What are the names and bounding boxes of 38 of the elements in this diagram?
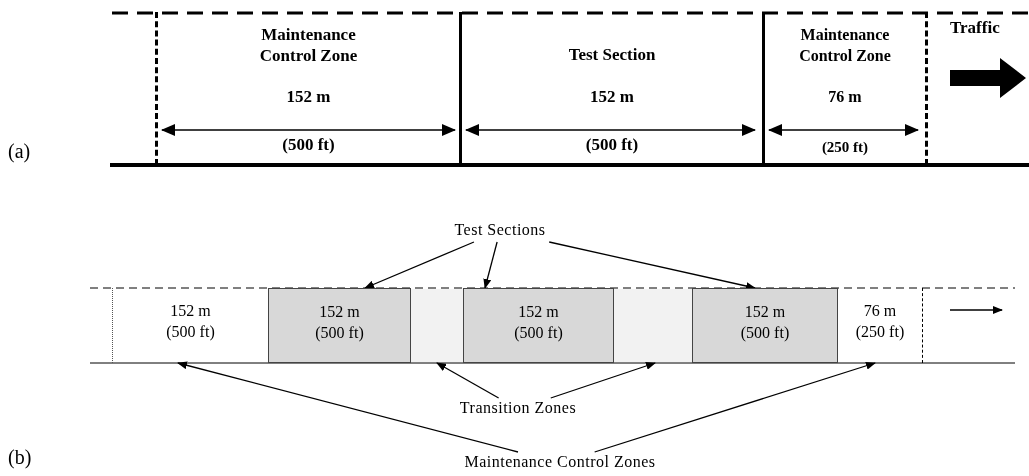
leader-arrow <box>177 361 519 453</box>
leader-arrow <box>548 241 756 290</box>
leader-arrow <box>364 241 475 289</box>
zone-title: Test Section <box>568 44 656 65</box>
leader-arrow <box>594 361 876 453</box>
leader-arrow <box>436 362 500 399</box>
transition-zone <box>411 289 463 362</box>
length-value: 76 m <box>863 301 897 321</box>
length-value: 152 m <box>744 302 786 322</box>
test-section-box <box>463 288 614 363</box>
length-value: (500 ft) <box>166 322 215 342</box>
length-value: 152 m <box>286 86 331 107</box>
length-value: (500 ft) <box>282 134 335 155</box>
panel-label: (a) <box>8 140 31 163</box>
zone-title: Maintenance Control Zone <box>258 24 359 66</box>
length-value: (500 ft) <box>740 323 790 343</box>
length-value: 152 m <box>319 302 360 322</box>
road-zone <box>155 12 462 165</box>
traffic-label: Traffic <box>950 18 1000 38</box>
length-value: (500 ft) <box>585 134 639 155</box>
callout-text: Transition Zones <box>432 398 604 420</box>
length-value: 152 m <box>590 86 634 107</box>
length-value: (500 ft) <box>315 323 364 343</box>
leader-arrow <box>483 241 498 289</box>
length-value: 152 m <box>518 302 559 322</box>
callout-text: Test Sections <box>430 220 570 242</box>
leader-arrow <box>550 362 656 399</box>
length-value: (250 ft) <box>855 322 905 342</box>
panel-label: (b) <box>8 446 32 469</box>
length-value: 152 m <box>170 301 211 321</box>
length-value: 76 m <box>828 87 862 107</box>
test-section-box <box>268 288 411 363</box>
length-value: (250 ft) <box>821 138 869 157</box>
transition-zone <box>614 289 692 362</box>
length-value: (500 ft) <box>514 323 563 343</box>
test-section-box <box>692 288 838 363</box>
zone-title: Maintenance Control Zone <box>798 25 892 66</box>
callout-text: Maintenance Control Zones <box>425 452 695 474</box>
